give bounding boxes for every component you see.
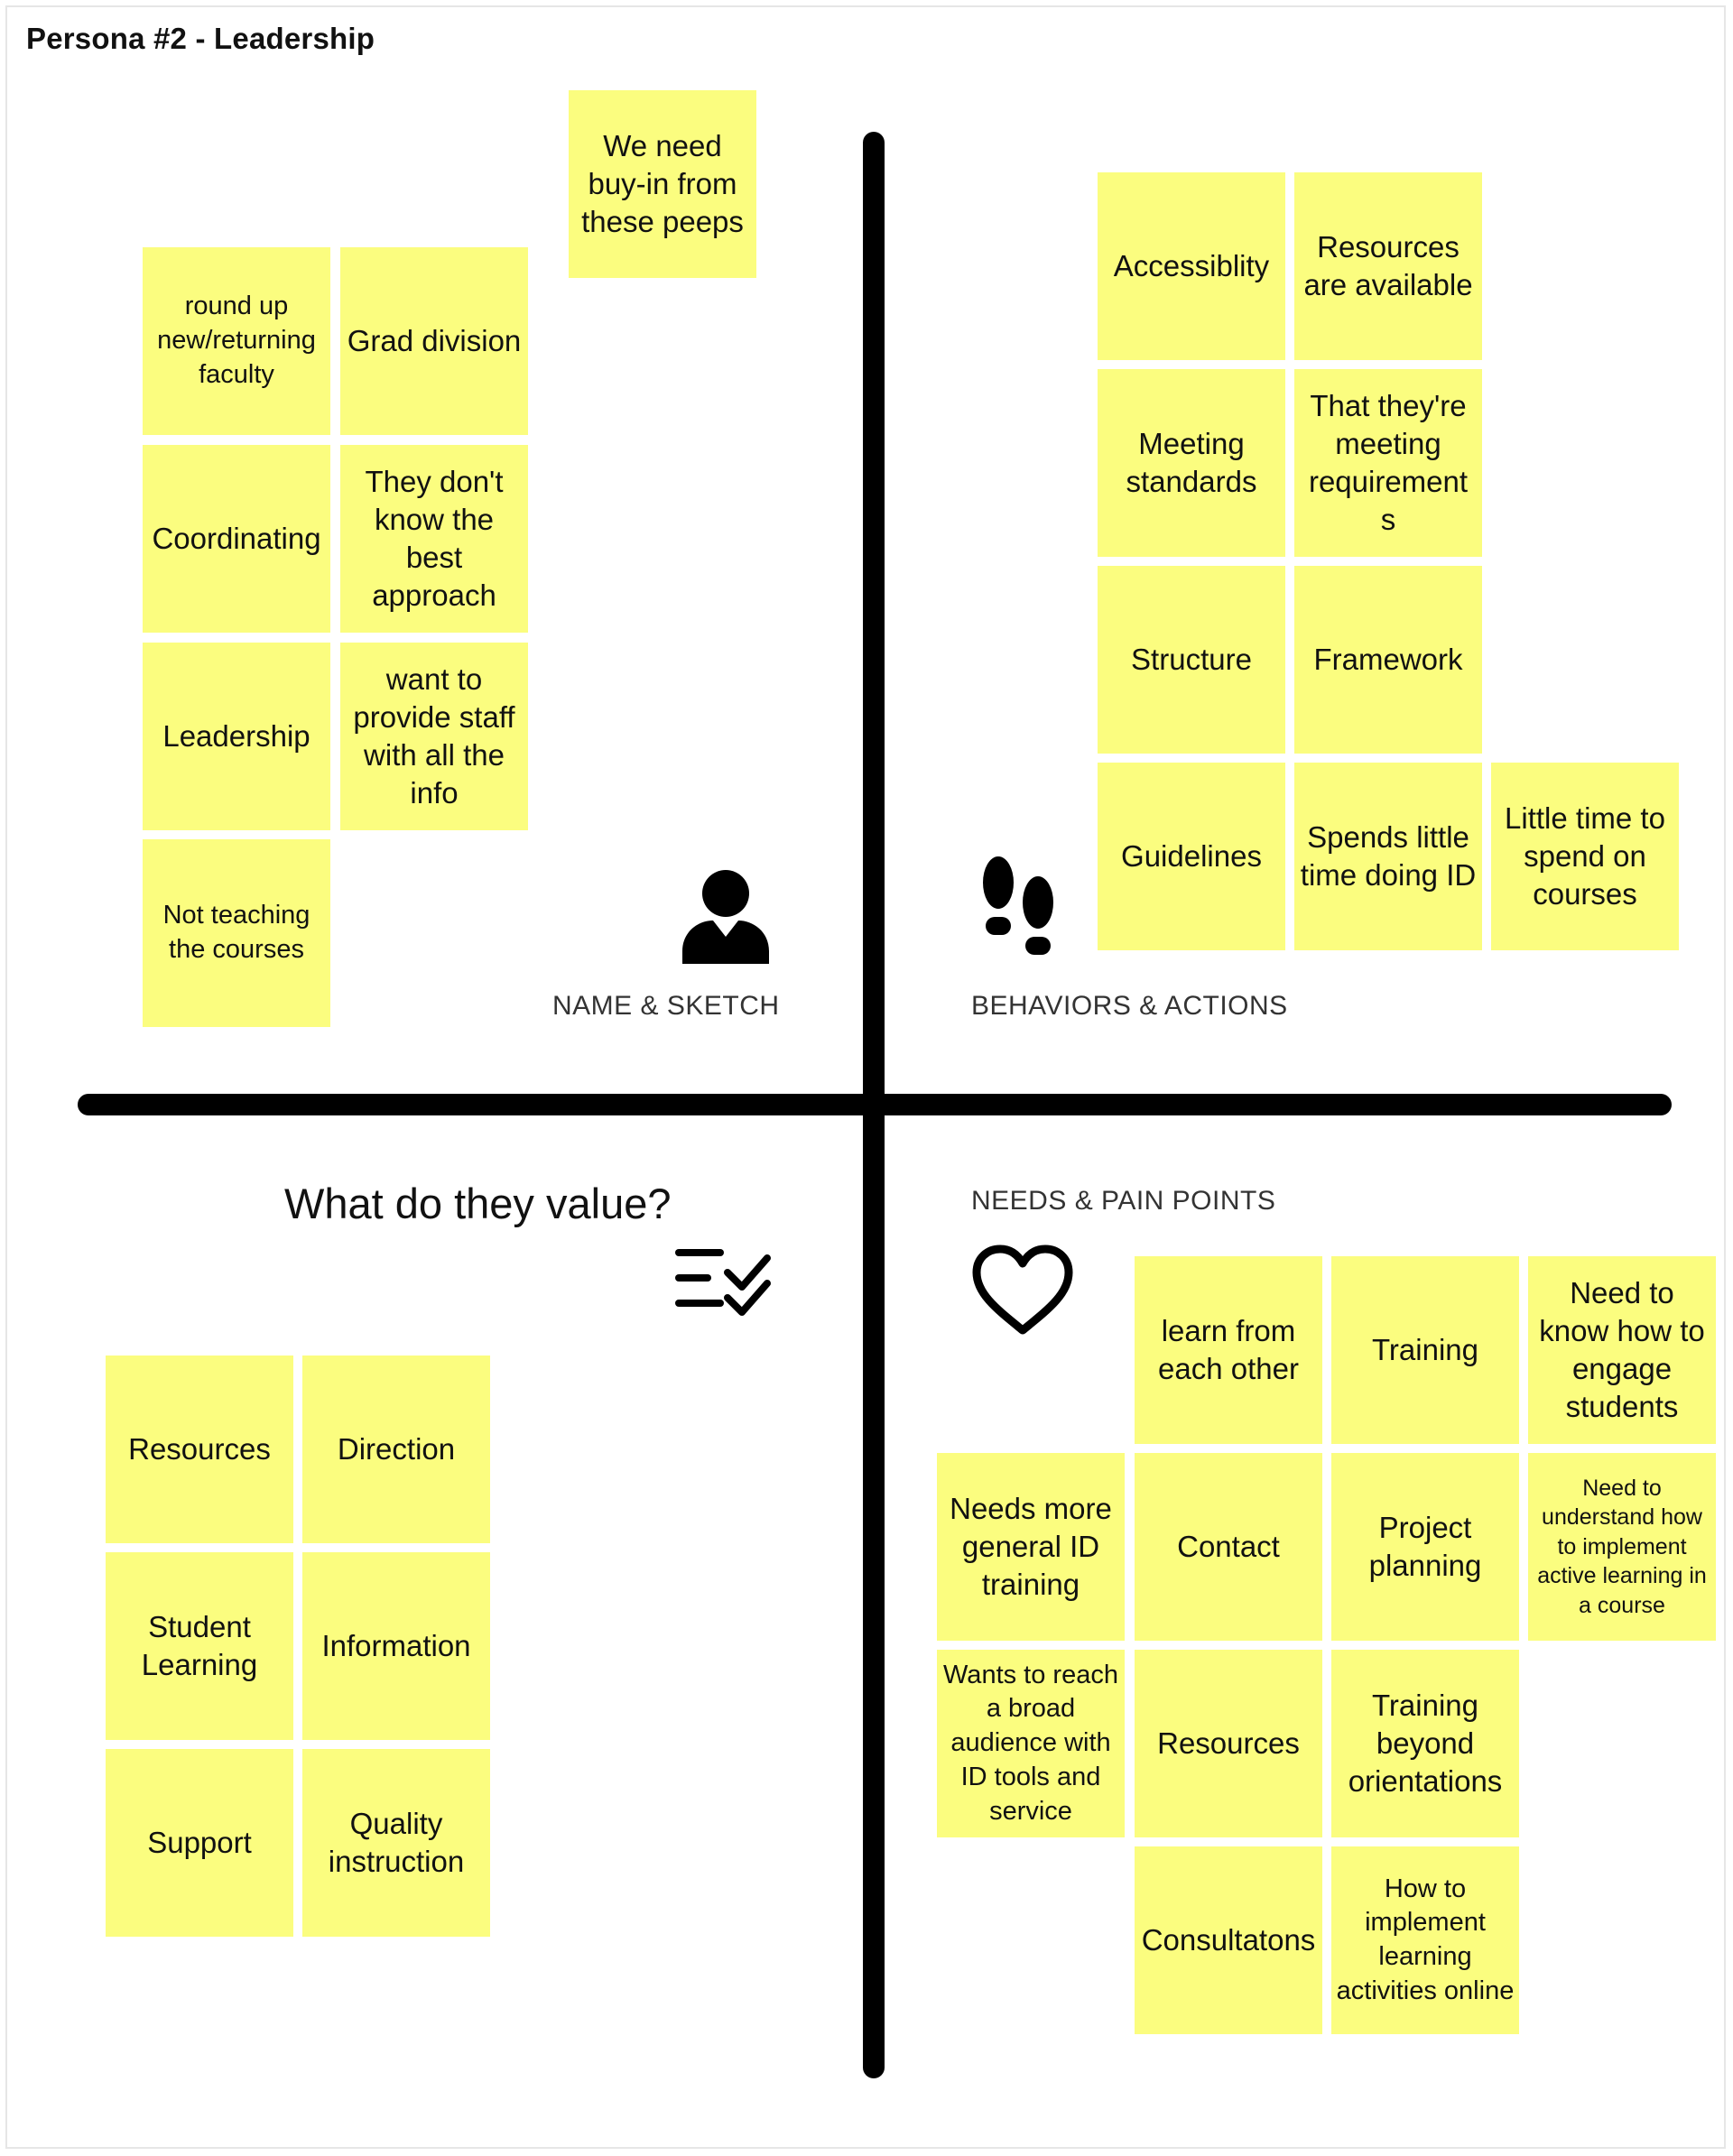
sticky-note[interactable]: Resources are available	[1294, 172, 1482, 360]
person-icon	[682, 870, 769, 964]
sticky-note[interactable]: Consultatons	[1135, 1846, 1322, 2034]
sticky-note[interactable]: Contact	[1135, 1453, 1322, 1641]
sticky-note[interactable]: Leadership	[143, 643, 330, 830]
sticky-note[interactable]: Framework	[1294, 566, 1482, 754]
sticky-note[interactable]: Needs more general ID training	[937, 1453, 1125, 1641]
sticky-note[interactable]: Project planning	[1331, 1453, 1519, 1641]
sticky-note[interactable]: Direction	[302, 1356, 490, 1543]
sticky-note[interactable]: Information	[302, 1552, 490, 1740]
quadrant-label-needs-pain-points: NEEDS & PAIN POINTS	[971, 1186, 1276, 1216]
sticky-note[interactable]: Wants to reach a broad audience with ID …	[937, 1650, 1125, 1837]
heart-icon	[972, 1245, 1073, 1335]
sticky-note[interactable]: We need buy-in from these peeps	[569, 90, 756, 278]
sticky-note[interactable]: Meeting standards	[1098, 369, 1285, 557]
sticky-note[interactable]: Need to understand how to implement acti…	[1528, 1453, 1716, 1641]
quadrant-label-name-sketch: NAME & SKETCH	[552, 991, 780, 1021]
quadrant-label-behaviors-actions: BEHAVIORS & ACTIONS	[971, 991, 1288, 1021]
checklist-icon	[675, 1249, 771, 1316]
sticky-note[interactable]: Structure	[1098, 566, 1285, 754]
footprints-icon	[983, 856, 1053, 955]
sticky-note[interactable]: That they're meeting requirement s	[1294, 369, 1482, 557]
sticky-note[interactable]: They don't know the best approach	[340, 445, 528, 633]
horizontal-axis	[78, 1094, 1672, 1115]
sticky-note[interactable]: round up new/returning faculty	[143, 247, 330, 435]
sticky-note[interactable]: Training	[1331, 1256, 1519, 1444]
sticky-note[interactable]: Quality instruction	[302, 1749, 490, 1937]
persona-board: Persona #2 - Leadership We need buy-in f…	[5, 5, 1726, 2149]
sticky-note[interactable]: Need to know how to engage students	[1528, 1256, 1716, 1444]
sticky-note[interactable]: Student Learning	[106, 1552, 293, 1740]
sticky-note[interactable]: How to implement learning activities onl…	[1331, 1846, 1519, 2034]
sticky-note[interactable]: Spends little time doing ID	[1294, 763, 1482, 950]
sticky-note[interactable]: Little time to spend on courses	[1491, 763, 1679, 950]
sticky-note[interactable]: Guidelines	[1098, 763, 1285, 950]
sticky-note[interactable]: Not teaching the courses	[143, 839, 330, 1027]
sticky-note[interactable]: learn from each other	[1135, 1256, 1322, 1444]
sticky-note[interactable]: Coordinating	[143, 445, 330, 633]
sticky-note[interactable]: Accessiblity	[1098, 172, 1285, 360]
sticky-note[interactable]: want to provide staff with all the info	[340, 643, 528, 830]
board-title: Persona #2 - Leadership	[26, 22, 375, 55]
sticky-note[interactable]: Grad division	[340, 247, 528, 435]
sticky-note[interactable]: Resources	[1135, 1650, 1322, 1837]
quadrant-question-values: What do they value?	[284, 1180, 672, 1227]
sticky-note[interactable]: Support	[106, 1749, 293, 1937]
sticky-note[interactable]: Resources	[106, 1356, 293, 1543]
sticky-note[interactable]: Training beyond orientations	[1331, 1650, 1519, 1837]
